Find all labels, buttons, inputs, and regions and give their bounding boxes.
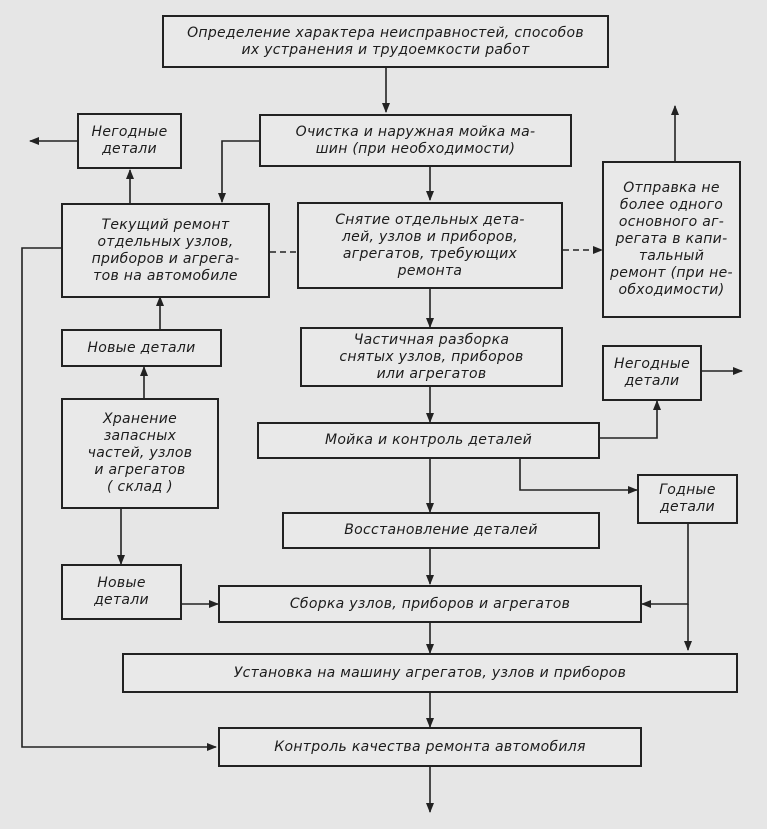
new-parts-top-box: Новые детали bbox=[61, 329, 222, 367]
arrow-good-to-assembly bbox=[641, 523, 689, 608]
arrow-cleaning-to-repair bbox=[218, 140, 259, 203]
unfit-parts-top-box: Негодные детали bbox=[77, 113, 182, 169]
arrow-repair-to-quality bbox=[21, 247, 217, 751]
storage-box: Хранение запасных частей, узлов и агрега… bbox=[61, 398, 219, 509]
unfit-parts-right-box: Негодные детали bbox=[602, 345, 702, 401]
send-overhaul-box: Отправка не более одного основного аг- р… bbox=[602, 161, 741, 318]
assembly-box: Сборка узлов, приборов и агрегатов bbox=[218, 585, 642, 623]
new-parts-bottom-box: Новые детали bbox=[61, 564, 182, 620]
removal-box: Снятие отдельных дета- лей, узлов и приб… bbox=[297, 202, 563, 289]
defect-determination-box: Определение характера неисправностей, сп… bbox=[162, 15, 609, 68]
arrow-washing-to-unfit bbox=[600, 400, 661, 439]
current-repair-box: Текущий ремонт отдельных узлов, приборов… bbox=[61, 203, 270, 298]
good-parts-box: Годные детали bbox=[637, 474, 738, 524]
quality-control-box: Контроль качества ремонта автомобиля bbox=[218, 727, 642, 767]
restoration-box: Восстановление деталей bbox=[282, 512, 600, 549]
partial-disassembly-box: Частичная разборка снятых узлов, приборо… bbox=[300, 327, 563, 387]
cleaning-washing-box: Очистка и наружная мойка ма- шин (при не… bbox=[259, 114, 572, 167]
arrow-washing-to-good bbox=[519, 459, 638, 494]
installation-box: Установка на машину агрегатов, узлов и п… bbox=[122, 653, 738, 693]
washing-control-box: Мойка и контроль деталей bbox=[257, 422, 600, 459]
